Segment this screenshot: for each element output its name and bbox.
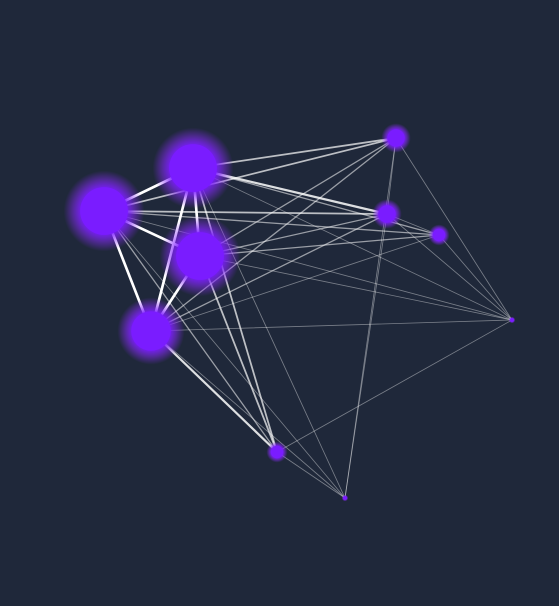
node-core — [270, 445, 284, 459]
node-D[interactable] — [117, 297, 185, 365]
edge-B-G — [103, 210, 440, 236]
edge-F-I — [395, 137, 513, 321]
edge-H-J — [276, 451, 346, 499]
node-core — [387, 129, 405, 147]
nodes-layer — [63, 123, 516, 502]
edge-B-J — [103, 210, 346, 499]
edge-D-J — [150, 330, 346, 499]
edge-D-I — [150, 319, 513, 332]
edge-B-F — [103, 137, 397, 212]
edge-H-I — [276, 319, 513, 453]
edge-C-I — [199, 255, 513, 321]
node-core — [131, 311, 171, 351]
node-core — [176, 232, 224, 280]
edge-A-H — [192, 167, 278, 453]
node-B[interactable] — [63, 170, 145, 252]
node-F[interactable] — [381, 123, 411, 153]
edge-D-G — [150, 234, 440, 332]
edge-F-J — [344, 137, 397, 499]
node-core — [343, 496, 347, 500]
node-core — [169, 144, 217, 192]
node-C[interactable] — [159, 215, 241, 297]
node-A[interactable] — [152, 127, 234, 209]
edge-B-E — [103, 210, 388, 215]
node-I[interactable] — [508, 316, 516, 324]
node-core — [510, 318, 514, 322]
node-core — [80, 187, 128, 235]
node-core — [378, 205, 396, 223]
node-H[interactable] — [266, 441, 288, 463]
edge-B-H — [103, 210, 278, 453]
node-G[interactable] — [428, 224, 450, 246]
node-E[interactable] — [372, 199, 402, 229]
edge-D-E — [150, 213, 388, 332]
edge-E-I — [386, 213, 513, 321]
edge-E-J — [344, 213, 388, 499]
edge-G-I — [438, 234, 513, 321]
node-J[interactable] — [341, 494, 349, 502]
edge-A-I — [192, 167, 513, 321]
edge-D-F — [150, 137, 397, 332]
node-core — [432, 228, 446, 242]
